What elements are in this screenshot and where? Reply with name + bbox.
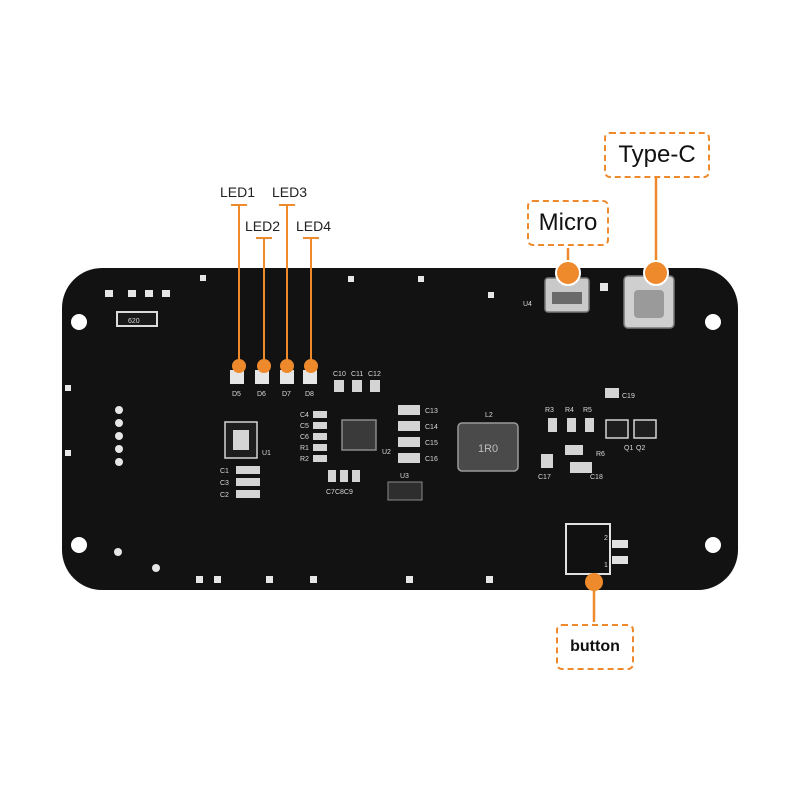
caps-c10-c12 (334, 380, 380, 392)
label-led2: LED2 (245, 218, 281, 234)
resistor-label: 620 (128, 318, 140, 325)
silk-d5: D5 (232, 391, 241, 398)
bottom-edge-pads (114, 548, 493, 583)
silk-r2: R2 (300, 456, 309, 463)
silk-c4: C4 (300, 412, 309, 419)
silk-d6: D6 (257, 391, 266, 398)
caps-c1-c3 (236, 466, 260, 498)
silk-r6: R6 (596, 451, 605, 458)
button-pad (612, 556, 628, 564)
chip-u1 (224, 421, 258, 459)
cap-c19 (605, 388, 619, 398)
silk-u4: U4 (523, 301, 532, 308)
silk-c5: C5 (300, 423, 309, 430)
silk-c1: C1 (220, 468, 229, 475)
silk-c12: C12 (368, 371, 381, 378)
chip-u3 (387, 481, 423, 501)
silk-btn-1: 1 (604, 562, 608, 569)
silk-l2: L2 (485, 412, 493, 419)
caps-c7-c9 (328, 470, 360, 482)
cap-c18 (570, 462, 592, 473)
silk-c19: C19 (622, 393, 635, 400)
cap-c17 (541, 454, 553, 468)
silk-r5: R5 (583, 407, 592, 414)
left-pin-header (65, 385, 123, 466)
button-pad (612, 540, 628, 548)
silk-q2: Q2 (636, 445, 645, 452)
silk-c16: C16 (425, 456, 438, 463)
resistor-r6 (565, 445, 583, 455)
small-caps-column (313, 411, 327, 462)
mounting-hole (705, 314, 721, 330)
silk-u1: U1 (262, 450, 271, 457)
micro-usb-opening (552, 292, 582, 304)
mounting-hole (71, 314, 87, 330)
silk-c3: C3 (220, 480, 229, 487)
silk-r4: R4 (565, 407, 574, 414)
u1-tab (233, 430, 249, 450)
type-c-opening (634, 290, 664, 318)
silk-c2: C2 (220, 492, 229, 499)
transistor-q1 (605, 419, 629, 439)
silk-q1: Q1 (624, 445, 633, 452)
tactile-button (565, 523, 611, 575)
silk-c11: C11 (351, 371, 363, 378)
silk-c7c8c9: C7C8C9 (326, 489, 353, 496)
mounting-hole (71, 537, 87, 553)
silk-c17: C17 (538, 474, 551, 481)
button-callout-dot (585, 573, 603, 591)
silk-d7: D7 (282, 391, 291, 398)
mounting-hole (705, 537, 721, 553)
led-callout-dots (232, 359, 318, 373)
resistor-620 (116, 311, 158, 327)
silk-c14: C14 (425, 424, 438, 431)
callout-micro: Micro (527, 200, 609, 246)
micro-callout-dot (555, 260, 581, 286)
silk-c6: C6 (300, 434, 309, 441)
label-led3: LED3 (272, 184, 308, 200)
top-edge-pads (105, 275, 608, 298)
type-c-callout-dot (643, 260, 669, 286)
callout-type-c: Type-C (604, 132, 710, 178)
silk-c13: C13 (425, 408, 438, 415)
callout-button: button (556, 624, 634, 670)
caps-c13-c16 (398, 405, 420, 463)
inductor-l2 (457, 422, 519, 472)
led-row (230, 370, 317, 384)
led-callout-lines (231, 204, 319, 364)
label-led4: LED4 (296, 218, 332, 234)
silk-c10: C10 (333, 371, 346, 378)
transistor-q2 (633, 419, 657, 439)
silk-r3: R3 (545, 407, 554, 414)
silk-btn-2: 2 (604, 535, 608, 542)
label-led1: LED1 (220, 184, 256, 200)
silk-u2: U2 (382, 449, 391, 456)
resistors-r3-r5 (548, 418, 594, 432)
silk-r1: R1 (300, 445, 309, 452)
silk-d8: D8 (305, 391, 314, 398)
inductor-marking: 1R0 (478, 443, 498, 455)
silk-u3: U3 (400, 473, 409, 480)
silk-c15: C15 (425, 440, 438, 447)
silk-c18: C18 (590, 474, 603, 481)
chip-u2 (341, 419, 377, 451)
